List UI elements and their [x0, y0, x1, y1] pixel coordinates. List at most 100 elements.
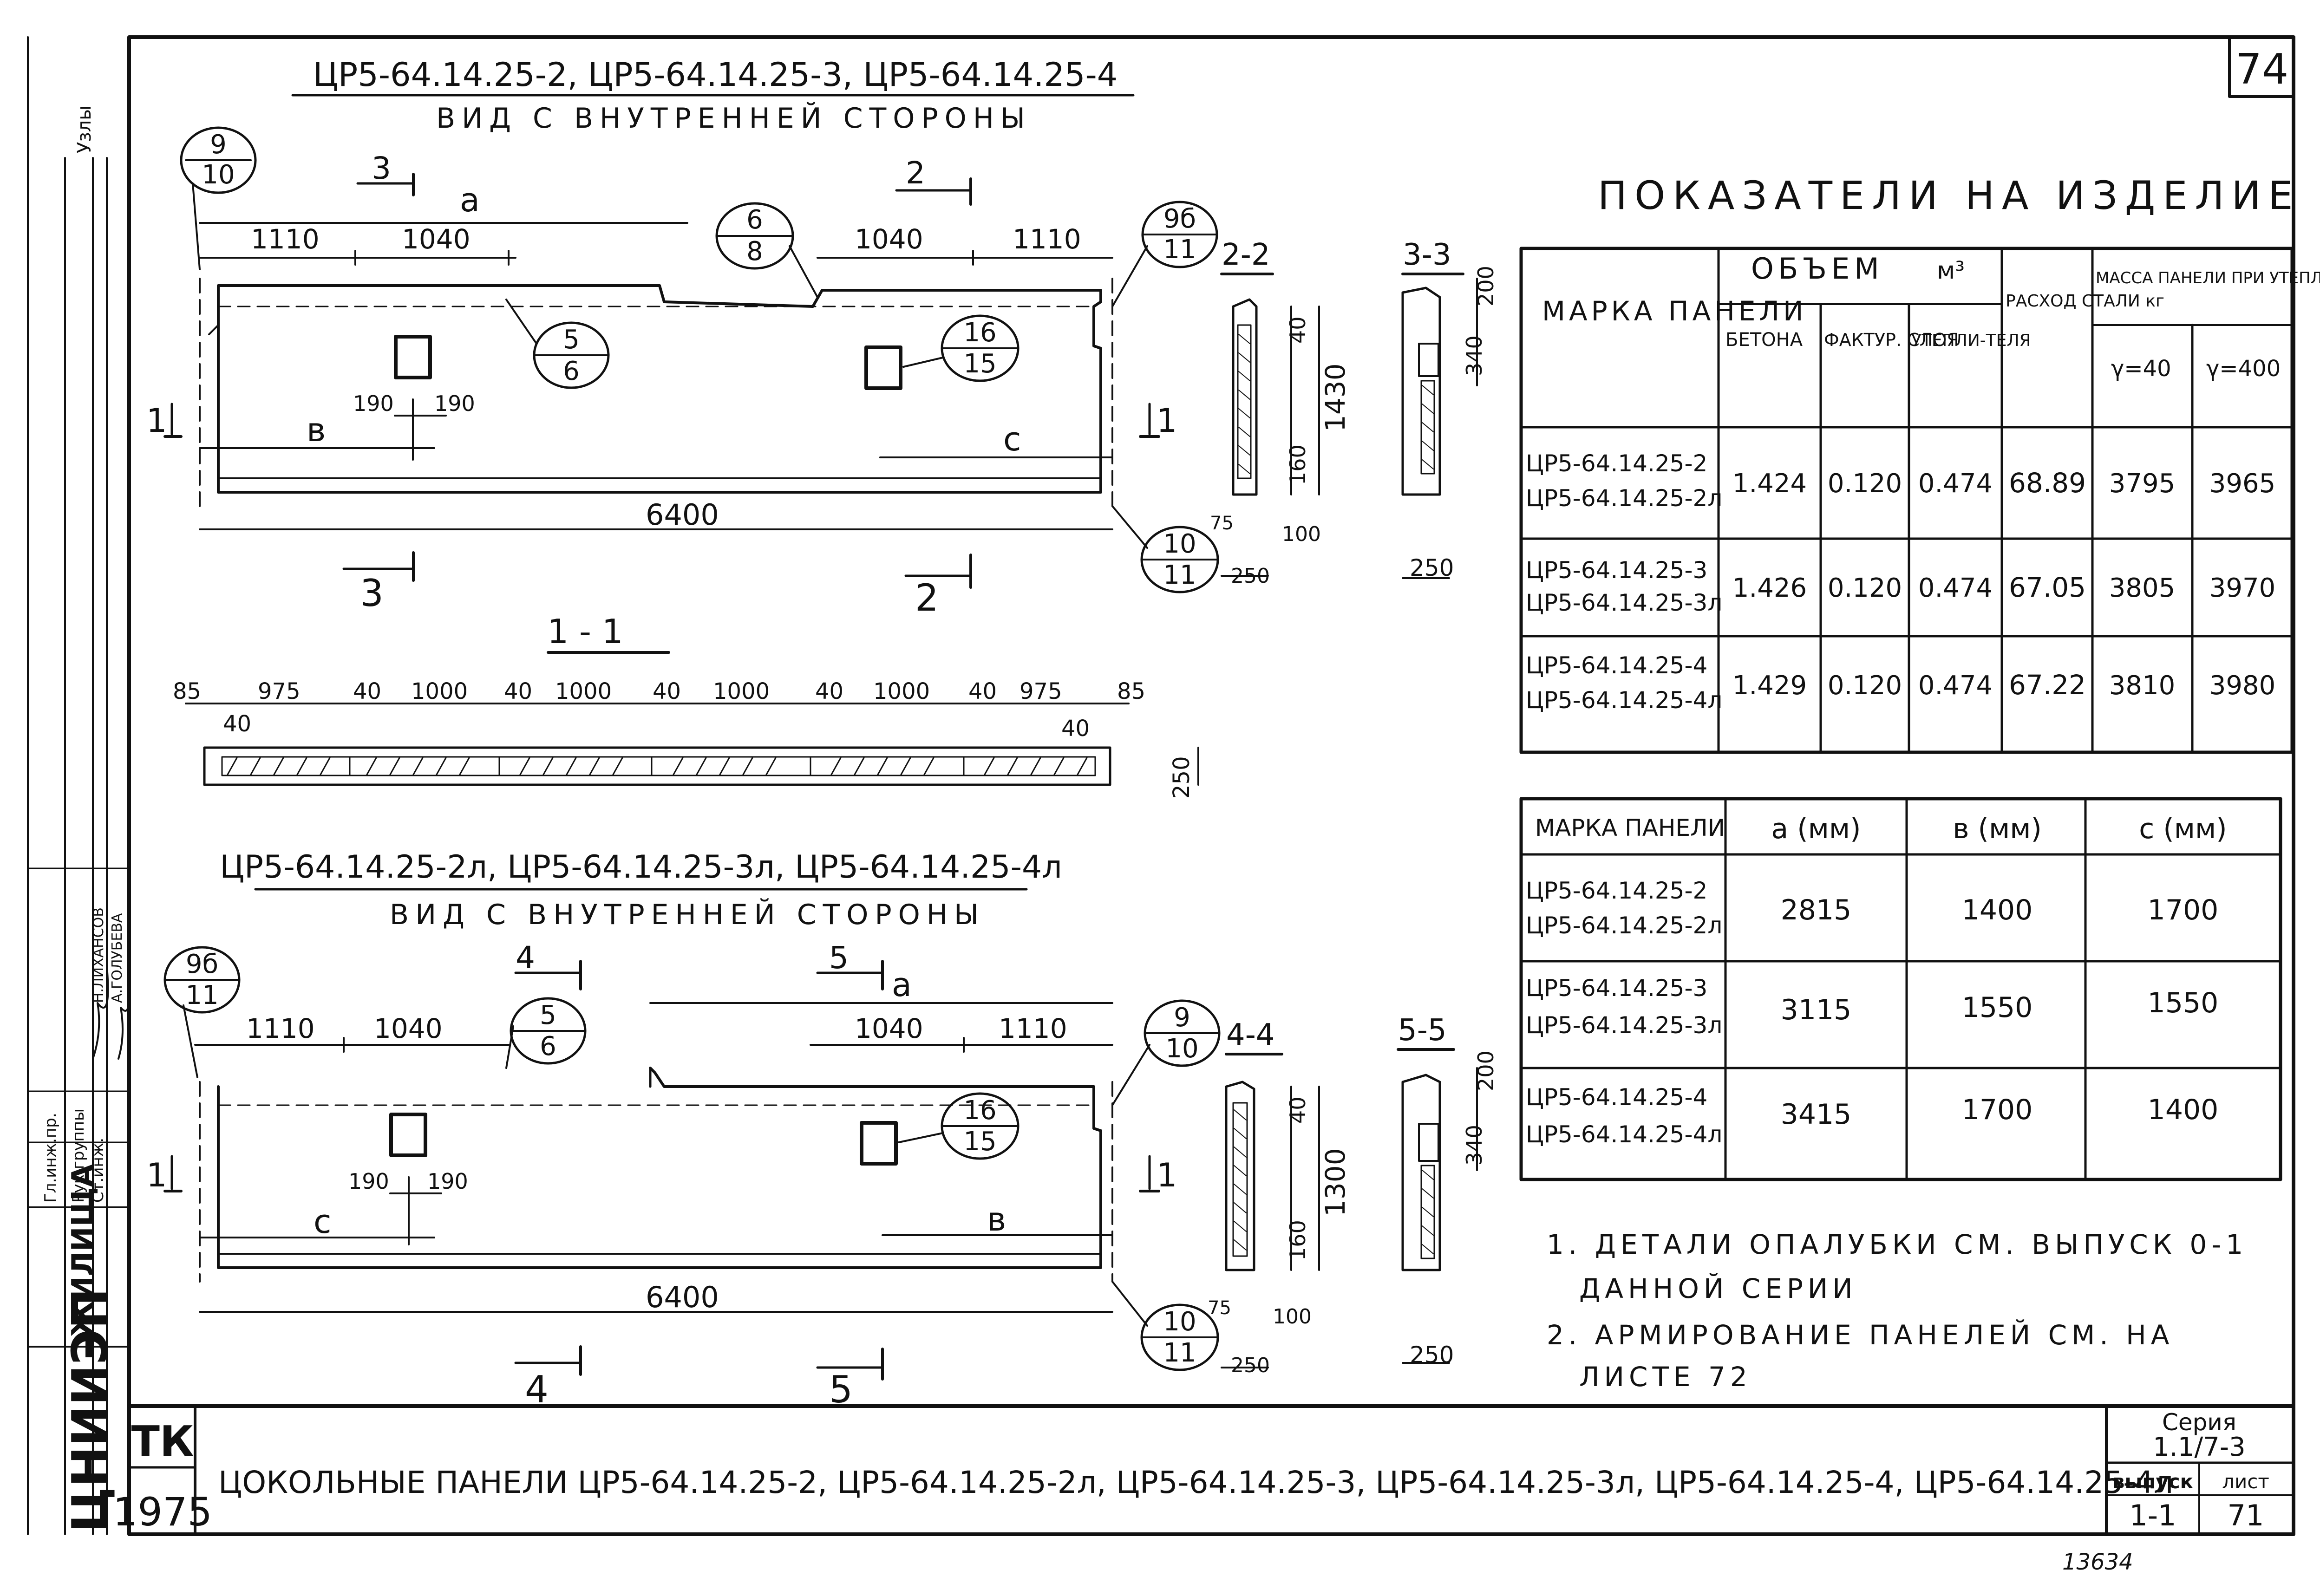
- top-callout-1-bottom: 10: [202, 160, 235, 190]
- bottom-panel-outline: [199, 1067, 1113, 1283]
- bottom-dim-total: 6400: [646, 1280, 719, 1314]
- top-dim-1110-left: 1110: [251, 223, 320, 255]
- note-1-line-2: ДАННОЙ СЕРИИ: [1579, 1272, 1857, 1304]
- top-cut-markers: [163, 173, 1160, 589]
- title-block-title: ЦОКОЛЬНЫЕ ПАНЕЛИ ЦР5-64.14.25-2, ЦР5-64.…: [218, 1465, 2173, 1500]
- bottom-callout-5-top: 16: [963, 1095, 996, 1126]
- dims-row3-mark1: ЦР5-64.14.25-4: [1526, 1084, 1707, 1111]
- top-callout-1-top: 9: [210, 130, 227, 160]
- top-panel-outline: [199, 278, 1113, 507]
- section-55-drawing: [1401, 1067, 1478, 1364]
- bottom-cut-1-right: 1: [1157, 1156, 1177, 1194]
- dims-row2-a: 3115: [1781, 994, 1852, 1026]
- s11-dim-40-4: 40: [815, 678, 843, 704]
- s11-dim-1000-3: 1000: [713, 678, 770, 704]
- s55-dim-200: 200: [1473, 1050, 1498, 1091]
- top-cut-3-bottom: 3: [360, 572, 384, 615]
- ind-header-g40: γ=40: [2111, 356, 2171, 382]
- ind-header-mass: МАССА ПАНЕЛИ ПРИ УТЕПЛИТЕЛЕ: [2096, 269, 2320, 287]
- ind-header-insul: УТЕПЛИ-ТЕЛЯ: [1911, 331, 2031, 350]
- section-33-title: 3-3: [1403, 238, 1451, 272]
- bottom-dim-1110-right: 1110: [999, 1013, 1067, 1044]
- bottom-view-title: ЦР5-64.14.25-2л, ЦР5-64.14.25-3л, ЦР5-64…: [220, 849, 1062, 886]
- s22-dim-75: 75: [1210, 513, 1234, 534]
- bottom-dim-190-right: 190: [427, 1169, 468, 1194]
- s44-dim-1300: 1300: [1320, 1148, 1351, 1217]
- s33-dim-200: 200: [1473, 266, 1498, 306]
- note-2-line-2: ЛИСТЕ 72: [1579, 1361, 1752, 1393]
- ind-row2-mark1: ЦР5-64.14.25-3: [1526, 557, 1707, 584]
- dims-row2-mark2: ЦР5-64.14.25-3л: [1526, 1012, 1722, 1039]
- top-dim-190-right: 190: [434, 391, 475, 416]
- title-block-seria: 1.1/7-3: [2153, 1432, 2245, 1462]
- org-name: ЦНИИЭП: [62, 1288, 118, 1532]
- section-11-title: 1 - 1: [547, 612, 623, 651]
- bottom-callout-3-bottom: 10: [1165, 1034, 1198, 1064]
- signature-1: [92, 965, 109, 1060]
- ind-header-volume: ОБЪЕМ: [1751, 252, 1884, 286]
- dims-row3-a: 3415: [1781, 1098, 1852, 1131]
- s33-dim-340: 340: [1462, 335, 1487, 376]
- top-cut-3: 3: [372, 150, 391, 186]
- s11-dim-1000-2: 1000: [555, 678, 612, 704]
- s11-dim-1000-4: 1000: [873, 678, 930, 704]
- ind-row1-mark1: ЦР5-64.14.25-2: [1526, 450, 1707, 477]
- section-44-drawing: [1221, 1081, 1320, 1368]
- dims-row3-c: 1400: [2148, 1094, 2219, 1126]
- dims-row2-c: 1550: [2148, 987, 2219, 1019]
- bottom-cut-5: 5: [829, 940, 849, 976]
- name-1: Н.ЛИХАНСОВ: [91, 907, 107, 1003]
- dims-row2-mark1: ЦР5-64.14.25-3: [1526, 975, 1707, 1002]
- role-1: Гл.инж.пр.: [41, 1113, 60, 1203]
- top-dim-1040-left: 1040: [402, 223, 471, 255]
- top-callout-5-top: 16: [963, 318, 996, 348]
- bottom-cut-4-bottom: 4: [525, 1368, 549, 1411]
- ind-row1-facing: 0.120: [1828, 469, 1902, 499]
- section-22-drawing: [1221, 298, 1320, 577]
- top-callout-2-top: 6: [746, 205, 763, 235]
- bottom-callout-2-top: 5: [540, 1000, 556, 1030]
- ind-row3-g40: 3810: [2109, 671, 2176, 701]
- bottom-cut-5-bottom: 5: [829, 1368, 853, 1411]
- ind-header-g400: γ=400: [2206, 356, 2281, 382]
- s44-dim-160: 160: [1285, 1220, 1310, 1261]
- s11-dim-40-2: 40: [504, 678, 532, 704]
- top-dim-lines: [199, 222, 1113, 530]
- section-44-title: 4-4: [1226, 1018, 1275, 1052]
- ind-row3-mark1: ЦР5-64.14.25-4: [1526, 652, 1707, 679]
- s44-dim-40: 40: [1285, 1096, 1310, 1124]
- bottom-dim-1110-left: 1110: [246, 1013, 315, 1044]
- ind-header-facing: ФАКТУР. СЛОЯ: [1824, 330, 1959, 350]
- top-dim-1040-right: 1040: [855, 223, 923, 255]
- title-block-tk: ТК: [131, 1417, 194, 1466]
- ind-header-steel: РАСХОД СТАЛИ кг: [2006, 292, 2164, 311]
- s11-dim-40-bottom-left: 40: [223, 711, 251, 737]
- ind-header-concrete: БЕТОНА: [1725, 329, 1803, 351]
- ind-row2-insul: 0.474: [1918, 573, 1993, 603]
- ind-row3-insul: 0.474: [1918, 671, 1993, 701]
- s22-dim-1430: 1430: [1320, 363, 1351, 432]
- dims-row3-b: 1700: [1962, 1094, 2033, 1126]
- bottom-dim-c: c: [314, 1203, 332, 1241]
- name-2: А.ГОЛУБЕВА: [109, 913, 125, 1003]
- archive-stamp-number: 13634: [2062, 1549, 2133, 1575]
- top-callout-6-bottom: 11: [1163, 560, 1196, 590]
- top-callout-2-bottom: 8: [746, 236, 763, 267]
- title-block-vypusk: 1-1: [2129, 1498, 2176, 1532]
- role-2: Рук.группы: [69, 1108, 88, 1203]
- top-callout-6-top: 10: [1163, 529, 1196, 559]
- dims-header-b: в (мм): [1953, 813, 2042, 845]
- top-callout-5-bottom: 15: [963, 349, 996, 379]
- s11-dim-1000-1: 1000: [411, 678, 468, 704]
- bottom-callout-6-bottom: 11: [1163, 1338, 1196, 1368]
- title-block-year: 1975: [113, 1489, 212, 1535]
- s11-dim-975-left: 975: [258, 678, 301, 704]
- top-cut-1-left: 1: [146, 402, 167, 440]
- dims-row1-a: 2815: [1781, 894, 1852, 926]
- ind-header-mark: МАРКА ПАНЕЛИ: [1542, 295, 1807, 327]
- dims-row2-b: 1550: [1962, 991, 2033, 1024]
- title-block-list: 71: [2228, 1498, 2264, 1532]
- s11-dim-40-3: 40: [653, 678, 681, 704]
- indicators-table-grid: [1519, 247, 2294, 754]
- bottom-callout-3-top: 9: [1174, 1003, 1190, 1033]
